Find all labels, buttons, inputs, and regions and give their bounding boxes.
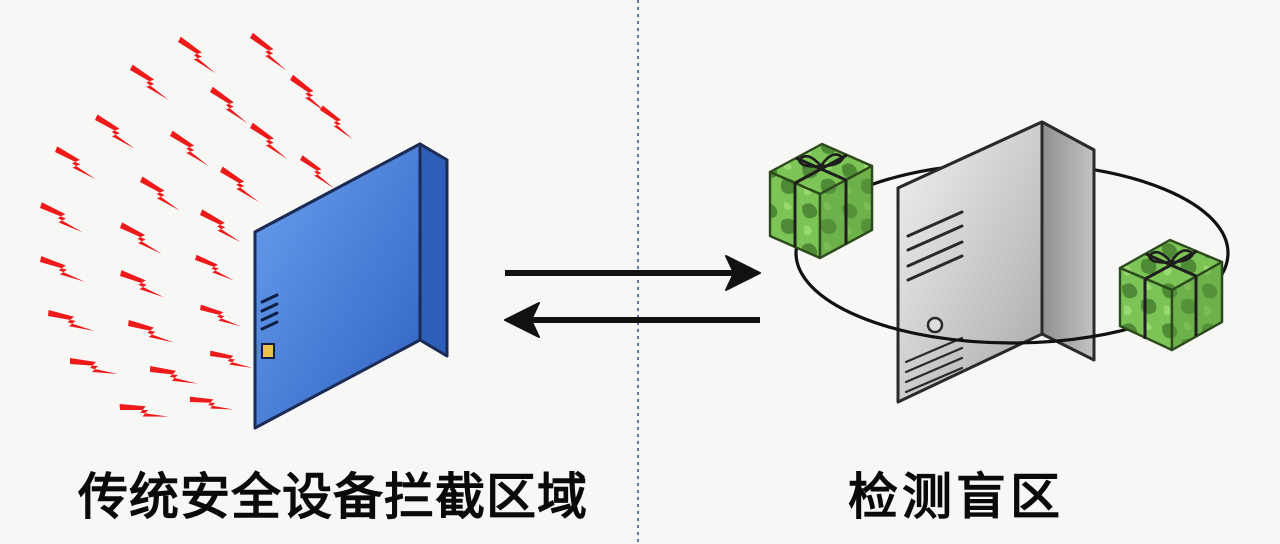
lightning-bolt-icon <box>119 404 169 417</box>
lightning-bolt-icon <box>70 358 118 374</box>
lightning-bolt-icon <box>95 114 135 149</box>
power-button <box>926 316 944 334</box>
lightning-bolt-icon <box>200 209 241 243</box>
lightning-bolt-icon <box>170 130 209 167</box>
blind-zone-caption: 检测盲区 <box>848 468 1064 526</box>
lightning-bolt-icon <box>320 105 353 140</box>
lightning-bolt-icon <box>250 122 288 160</box>
vent-slots <box>260 293 279 331</box>
lightning-bolt-icon <box>220 166 259 203</box>
server-tower-icon <box>896 120 1096 404</box>
front-grille <box>904 336 964 394</box>
attack-bolts <box>40 32 353 417</box>
camouflaged-gift-box-icon <box>768 142 874 260</box>
lightning-bolt-icon <box>195 254 235 281</box>
lightning-bolt-icon <box>48 310 95 331</box>
drive-bays <box>906 210 964 282</box>
firewall-appliance-icon <box>253 142 449 430</box>
bidirectional-arrows-icon <box>504 255 761 338</box>
lightning-bolt-icon <box>250 32 287 71</box>
intercept-zone-caption: 传统安全设备拦截区域 <box>78 468 588 526</box>
lightning-bolt-icon <box>200 304 241 327</box>
lightning-bolt-icon <box>120 270 165 298</box>
lightning-bolt-icon <box>189 396 234 410</box>
lightning-bolt-icon <box>210 350 253 368</box>
lightning-bolt-icon <box>120 222 162 254</box>
lightning-bolt-icon <box>130 64 169 101</box>
lightning-bolt-icon <box>55 146 96 180</box>
lightning-bolt-icon <box>140 176 180 211</box>
lightning-bolt-icon <box>300 155 334 189</box>
lightning-bolt-icon <box>178 36 216 74</box>
lightning-bolt-icon <box>150 366 198 384</box>
camouflaged-gift-box-icon <box>1118 238 1224 352</box>
lightning-bolt-icon <box>290 74 327 113</box>
lightning-bolt-icon <box>210 86 248 124</box>
lightning-bolt-icon <box>40 202 83 233</box>
status-light <box>261 343 275 359</box>
lightning-bolt-icon <box>128 320 175 343</box>
lightning-bolt-icon <box>40 256 85 282</box>
